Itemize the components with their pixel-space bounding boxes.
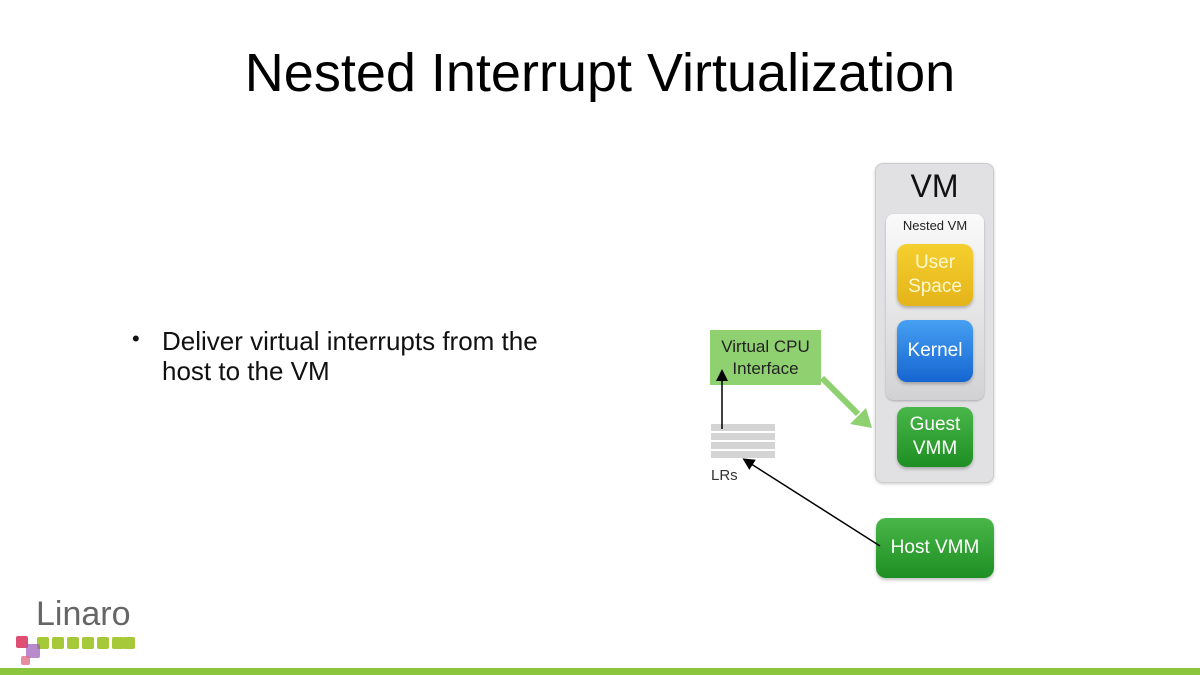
virtual-cpu-interface-box: Virtual CPU Interface <box>710 330 821 385</box>
logo-square <box>37 637 49 649</box>
logo-square-purple <box>26 644 40 658</box>
kernel-box: Kernel <box>897 320 973 382</box>
lr-register <box>711 424 775 431</box>
arrow-vcpu-to-guest-head <box>850 408 872 428</box>
user-space-box: User Space <box>897 244 973 306</box>
footer-accent-bar <box>0 668 1200 675</box>
logo-square <box>82 637 94 649</box>
arrow-vcpu-to-guest <box>819 375 861 417</box>
vm-label: VM <box>910 168 959 204</box>
guest-vmm-box: Guest VMM <box>897 407 973 467</box>
linaro-logo: Linaro <box>36 595 131 633</box>
lr-register <box>711 442 775 449</box>
host-vmm-box: Host VMM <box>876 518 994 578</box>
lr-register <box>711 451 775 458</box>
logo-square-pink <box>16 636 28 648</box>
slide-title: Nested Interrupt Virtualization <box>244 43 956 103</box>
bullet-marker: • <box>132 326 140 351</box>
arrow-host-to-lrs <box>742 458 881 547</box>
lrs-label: LRs <box>711 467 738 484</box>
bullet-text: Deliver virtual interrupts from the host… <box>162 326 538 386</box>
lr-register <box>711 433 775 440</box>
logo-square <box>123 637 135 649</box>
logo-square-rose <box>21 656 30 665</box>
logo-square <box>112 637 124 649</box>
logo-square <box>52 637 64 649</box>
logo-square <box>67 637 79 649</box>
nested-vm-label: Nested VM <box>902 218 968 233</box>
logo-square <box>97 637 109 649</box>
